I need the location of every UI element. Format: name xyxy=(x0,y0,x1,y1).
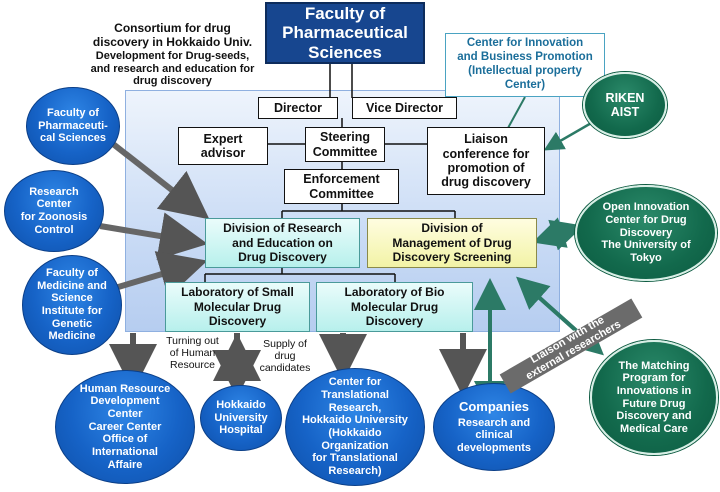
center-innovation-box: Center for Innovation and Business Promo… xyxy=(445,33,605,97)
expert-advisor-box: Expert advisor xyxy=(178,127,268,165)
director-box: Director xyxy=(258,97,338,119)
division-research-box: Division of Research and Education on Dr… xyxy=(205,218,360,268)
consortium-title: Consortium for drug discovery in Hokkaid… xyxy=(92,21,253,49)
liaison-conference-box: Liaison conference for promotion of drug… xyxy=(427,127,545,195)
matching-program-oval: The Matching Program for Innovations in … xyxy=(590,340,718,455)
arrow-medicine-research xyxy=(107,251,208,298)
line-cibp-liaison xyxy=(507,96,526,129)
zoonosis-oval: Research Center for Zoonosis Control xyxy=(4,170,104,252)
companies-title: Companies xyxy=(458,398,530,414)
arrow-management-to-open xyxy=(548,219,584,251)
lab-bio-molecular-box: Laboratory of Bio Molecular Drug Discove… xyxy=(316,282,473,332)
steering-committee-box: Steering Committee xyxy=(305,127,385,162)
consortium-subtitle: Development for Drug-seeds, and research… xyxy=(90,50,255,88)
hospital-oval: Hokkaido University Hospital xyxy=(200,385,282,451)
enforcement-committee-box: Enforcement Committee xyxy=(284,169,399,204)
arrow-faculty-research xyxy=(106,137,210,220)
vice-director-box: Vice Director xyxy=(352,97,457,119)
medicine-oval: Faculty of Medicine and Science Institut… xyxy=(22,255,122,355)
faculty-title-box: Faculty of Pharmaceutical Sciences xyxy=(265,2,425,64)
faculty-pharm-oval: Faculty of Pharmaceuti- cal Sciences xyxy=(26,87,120,165)
open-innovation-oval: Open Innovation Center for Drug Discover… xyxy=(575,185,717,281)
companies-subtitle: Research and clinical developments xyxy=(457,416,531,454)
division-management-box: Division of Management of Drug Discovery… xyxy=(367,218,537,268)
companies-oval: Companies Research and clinical developm… xyxy=(433,383,555,471)
supply-label: Supply of drug candidates xyxy=(259,338,311,375)
human-resource-oval: Human Resource Development Center Career… xyxy=(55,370,195,484)
arrow-zoonosis-research xyxy=(99,212,208,260)
riken-oval: RIKEN AIST xyxy=(583,72,667,138)
translational-oval: Center for Translational Research, Hokka… xyxy=(285,368,425,486)
lab-small-molecular-box: Laboratory of Small Molecular Drug Disco… xyxy=(165,282,310,332)
turning-out-label: Turning out of Human Resource xyxy=(166,335,219,372)
